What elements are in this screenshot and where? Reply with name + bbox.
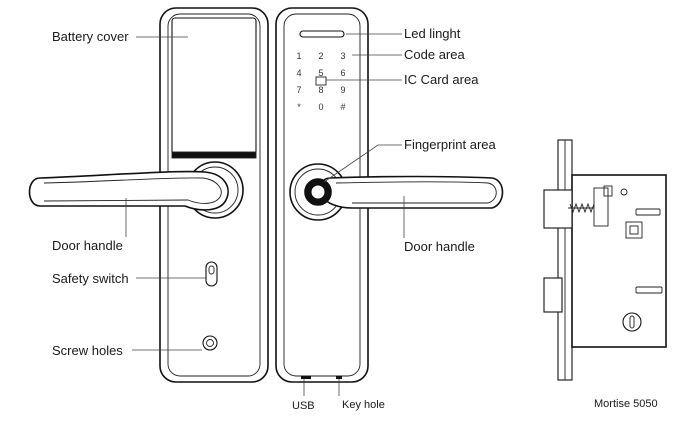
label-safety-switch: Safety switch [52,271,129,286]
led-light [299,30,345,38]
ic-card-reader [315,76,327,86]
key-8: 8 [318,85,323,95]
label-ic-card-area: IC Card area [404,72,479,87]
usb-port [301,376,311,379]
label-door-handle-left: Door handle [52,238,123,253]
safety-switch [205,261,218,287]
key-1: 1 [296,51,301,61]
label-code-area: Code area [404,47,465,62]
back-handle [28,161,244,219]
label-door-handle-right: Door handle [404,239,475,254]
label-battery-cover: Battery cover [52,29,129,44]
label-key-hole: Key hole [342,399,385,411]
key-4: 4 [296,68,301,78]
label-fingerprint-area: Fingerprint area [404,137,497,152]
leader-lines [125,33,405,396]
key-hash: # [340,102,345,112]
label-led-light: Led linght [404,26,461,41]
deadbolt [543,277,563,313]
label-usb: USB [292,400,315,412]
spindle-hub [625,208,661,239]
screw-hole [202,335,218,351]
label-mortise: Mortise 5050 [594,398,658,410]
battery-cover [171,17,257,159]
mortise-faceplate [557,139,573,381]
key-2: 2 [318,51,323,61]
mortise-body [571,174,667,348]
key-5: 5 [318,68,323,78]
key-7: 7 [296,85,301,95]
key-9: 9 [340,85,345,95]
fingerprint-sensor [304,178,332,206]
keypad: 1 2 3 4 5 6 7 8 9 * 0 # [296,51,345,112]
key-0: 0 [318,102,323,112]
key-6: 6 [340,68,345,78]
cylinder-hole [622,286,663,332]
latch-bolt [543,185,628,229]
label-screw-holes: Screw holes [52,343,123,358]
key-3: 3 [340,51,345,61]
key-hole [336,376,342,379]
key-star: * [297,102,301,112]
